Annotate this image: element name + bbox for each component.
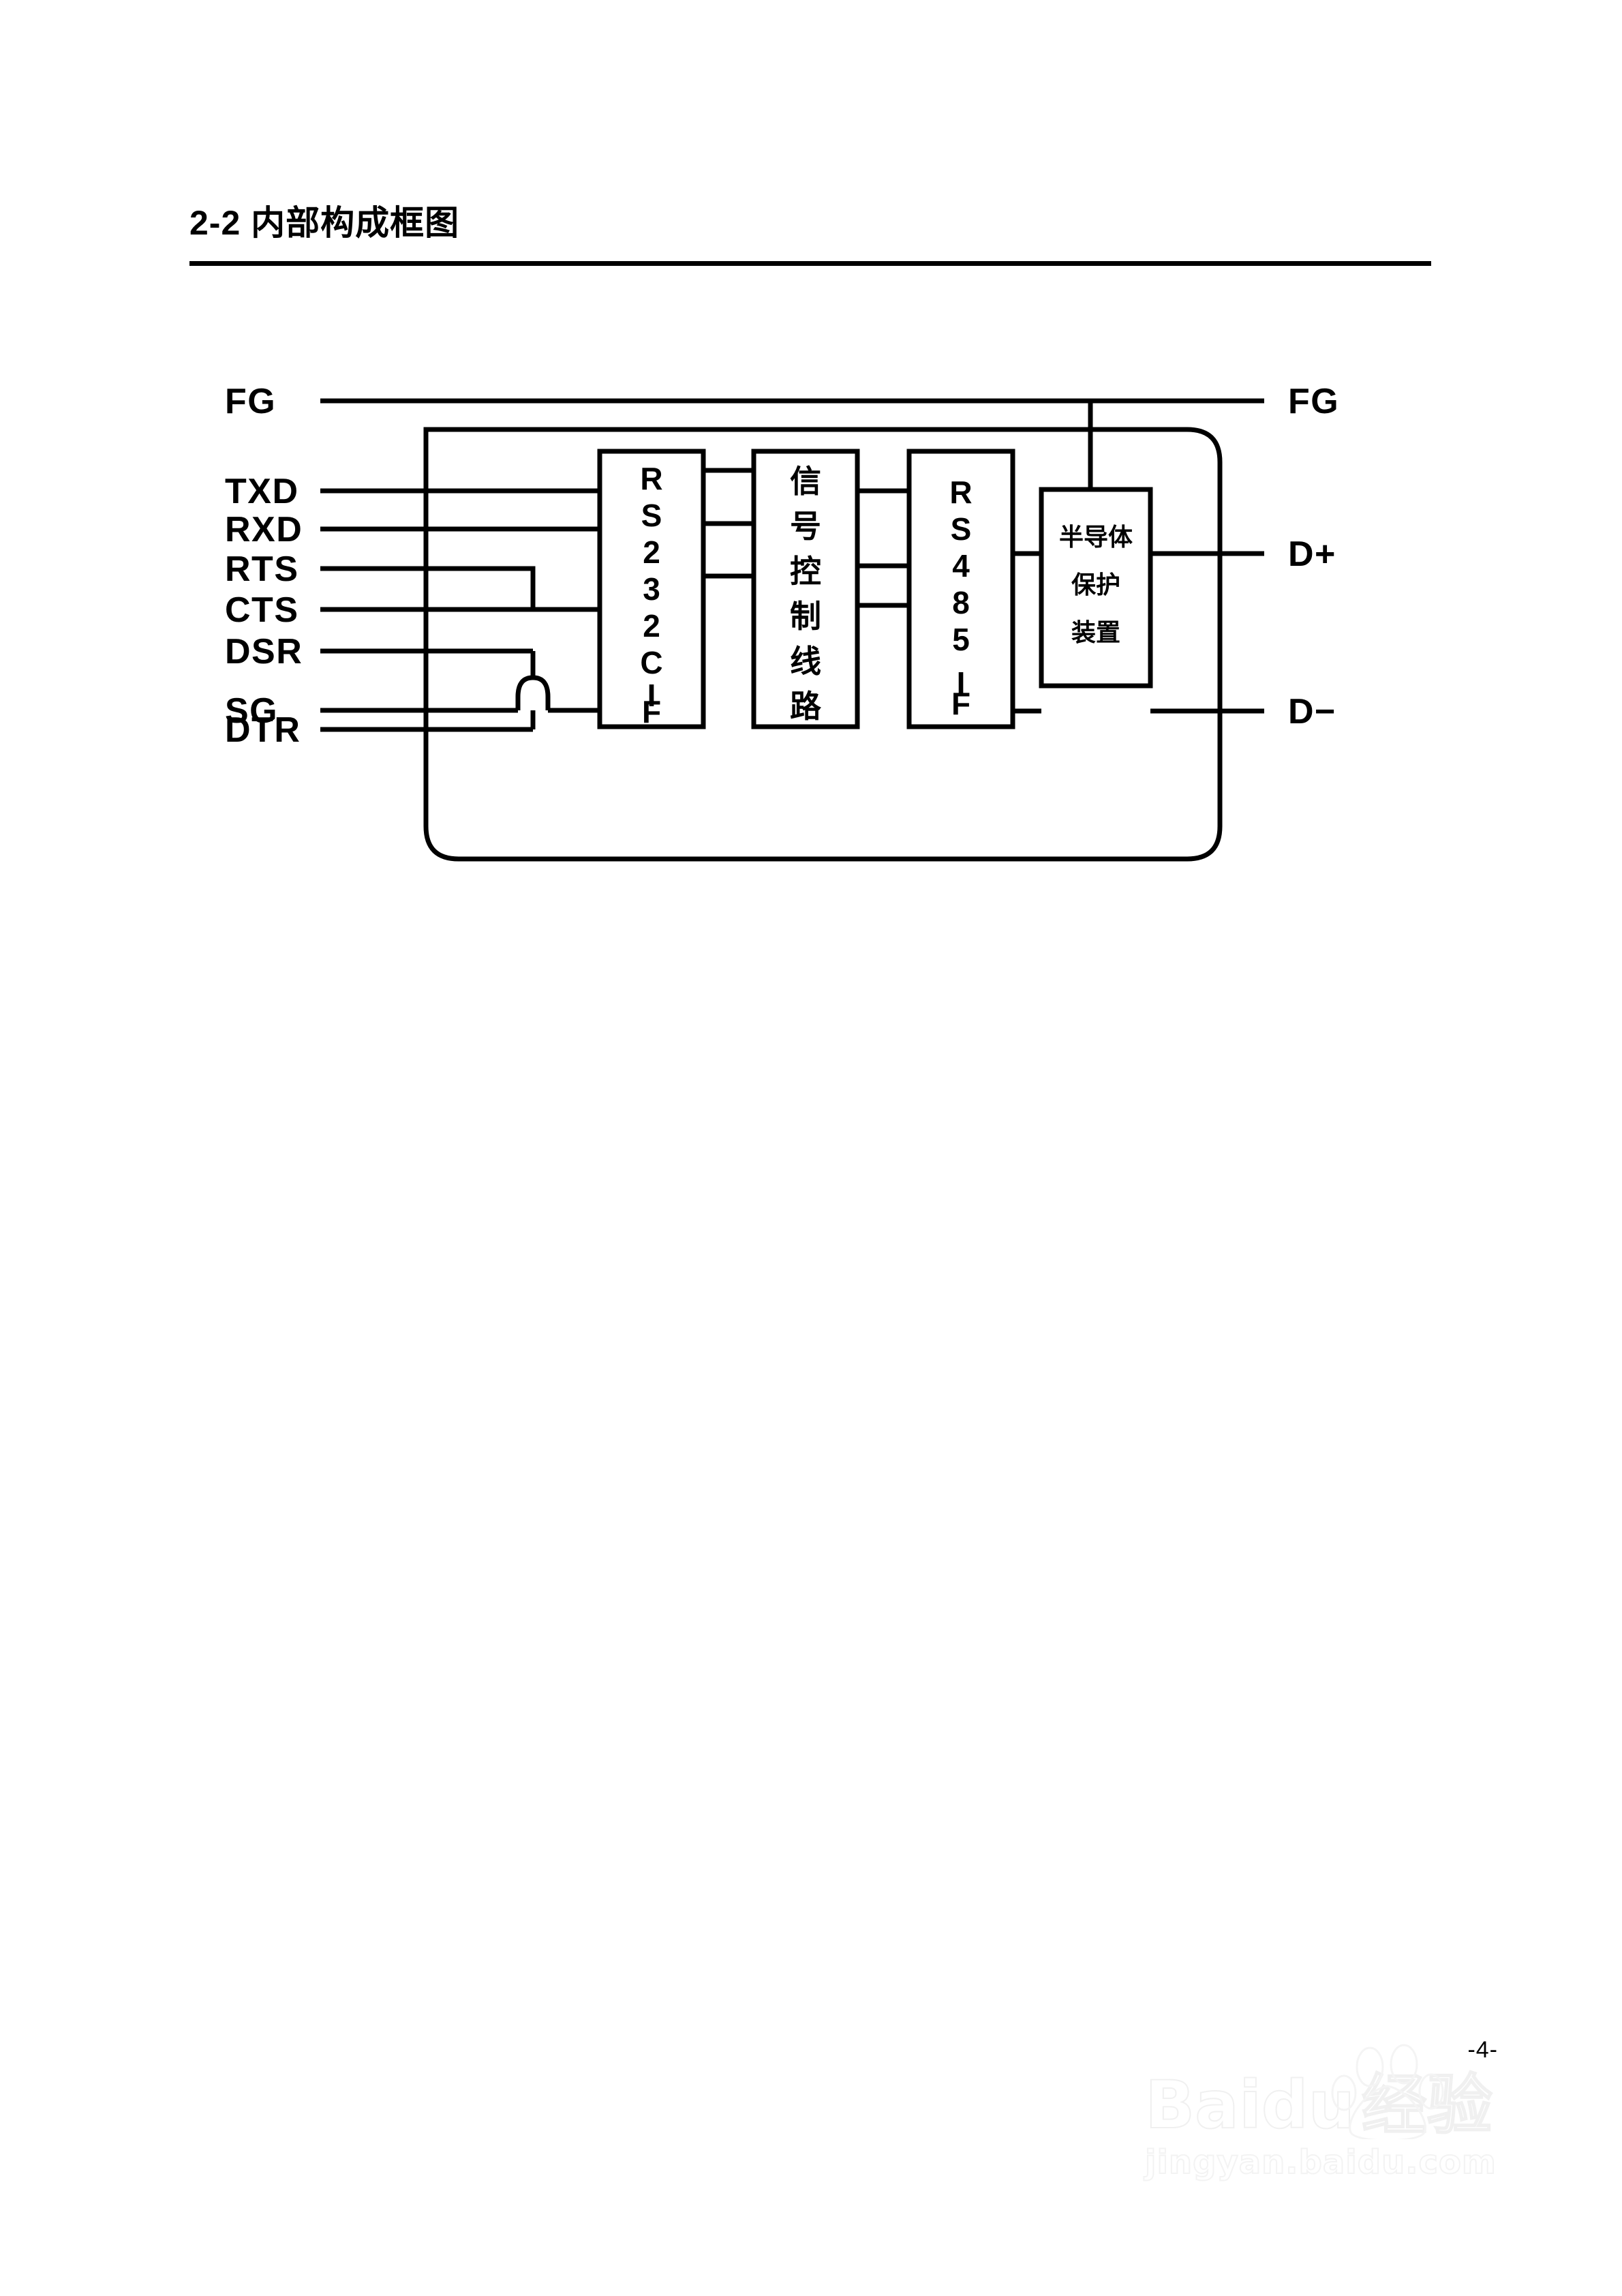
block-protection [1039, 487, 1153, 689]
protection-line-1: 保护 [1071, 571, 1120, 599]
sigctl-char-3: 制 [790, 598, 821, 635]
rs485-char-4: 5 [952, 622, 970, 657]
rs232c-char-5: C [640, 645, 662, 680]
pin-label-cts: CTS [225, 590, 299, 630]
pin-label-dplus: D+ [1288, 534, 1336, 574]
watermark-brand-cjk: 经验 [1361, 2067, 1493, 2143]
wire-rts [320, 566, 536, 609]
block-diagram-canvas: FG TXD RXD RTS CTS DSR SG DTR FG D+ D− R… [225, 382, 1339, 862]
rs485-char-2: 4 [952, 548, 970, 584]
pin-label-fg-left: FG [225, 382, 276, 421]
page-number: -4- [1467, 2037, 1498, 2063]
page-title: 2-2 内部构成框图 [189, 204, 460, 242]
baidu-paw-icon [1331, 2044, 1444, 2139]
protection-line-2: 装置 [1071, 619, 1120, 647]
pin-label-fg-right: FG [1288, 382, 1339, 421]
rs485-char-1: S [951, 511, 972, 547]
device-shell [423, 427, 1223, 862]
block-rs485-label: R S 4 8 5 I F [949, 474, 972, 721]
pin-label-rxd: RXD [225, 510, 303, 549]
pin-label-rts: RTS [225, 549, 299, 589]
rs232c-char-8: F [642, 694, 661, 729]
watermark-brand: Baidu [1144, 2067, 1356, 2143]
rs232c-char-3: 3 [643, 571, 660, 607]
sigctl-char-2: 控 [790, 553, 821, 590]
block-signal-control-label: 信 号 控 制 线 路 [790, 463, 822, 725]
rs232c-char-2: 2 [643, 534, 660, 570]
section-heading: 2-2 内部构成框图 [189, 205, 1437, 266]
block-rs232c-label: R S 2 3 2 C I F [640, 461, 662, 729]
pin-label-dtr: DTR [225, 710, 301, 750]
baidu-watermark: Baidu 经验 jingyan.baidu.com [1144, 2044, 1554, 2236]
sigctl-char-4: 线 [790, 643, 821, 680]
rs485-char-6: I [957, 665, 966, 701]
block-rs485 [906, 449, 1015, 729]
block-rs232c [597, 449, 706, 729]
rs232c-char-1: S [641, 498, 662, 533]
block-signal-control [751, 449, 860, 729]
rs485-char-3: 8 [952, 585, 970, 620]
protection-line-0: 半导体 [1059, 524, 1133, 552]
pin-label-txd: TXD [225, 472, 299, 511]
sigctl-char-0: 信 [790, 463, 821, 500]
rs232c-char-0: R [640, 461, 662, 496]
wire-hop-bridge [515, 675, 551, 710]
watermark-url: jingyan.baidu.com [1144, 2143, 1497, 2181]
block-diagram: FG TXD RXD RTS CTS DSR SG DTR FG D+ D− R… [0, 320, 1622, 907]
rs232c-char-4: 2 [643, 608, 660, 644]
rs232c-char-7: I [647, 678, 656, 713]
rs485-char-0: R [949, 474, 972, 510]
pin-label-dminus: D− [1288, 692, 1336, 731]
pin-label-sg: SG [225, 691, 278, 731]
heading-divider [189, 261, 1431, 266]
sigctl-char-1: 号 [790, 508, 821, 545]
pin-label-dsr: DSR [225, 632, 303, 671]
sigctl-char-5: 路 [790, 688, 822, 725]
rs485-char-7: F [951, 686, 970, 721]
block-protection-label: 半导体 保护 装置 [1059, 524, 1133, 647]
